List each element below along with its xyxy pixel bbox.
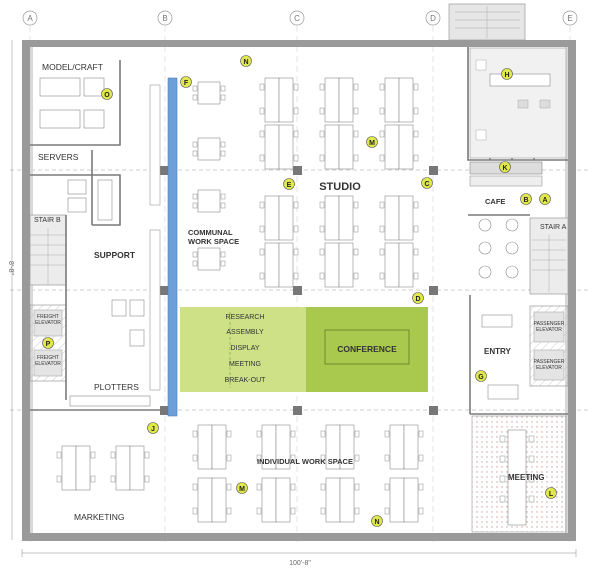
activity-break-out: BREAK-OUT bbox=[225, 377, 267, 384]
marker-o: O bbox=[101, 88, 113, 100]
svg-text:P: P bbox=[46, 341, 51, 348]
communal-strip bbox=[167, 77, 178, 417]
label-servers: SERVERS bbox=[38, 152, 79, 162]
svg-text:K: K bbox=[502, 165, 507, 172]
activity-research: RESEARCH bbox=[226, 314, 265, 321]
svg-text:J: J bbox=[151, 426, 155, 433]
marker-d: D bbox=[412, 292, 424, 304]
svg-text:M: M bbox=[239, 486, 245, 493]
dimension-height: 8'-8" bbox=[7, 261, 14, 275]
structural-columns bbox=[160, 166, 438, 415]
meeting-room-area bbox=[471, 415, 567, 533]
svg-text:O: O bbox=[104, 92, 110, 99]
marker-j: J bbox=[147, 422, 159, 434]
svg-text:F: F bbox=[184, 80, 189, 87]
passenger-label-4: ELEVATOR bbox=[536, 365, 562, 371]
marker-k: K bbox=[499, 161, 511, 173]
dimension-width: 100'-8" bbox=[289, 560, 311, 567]
passenger-elevators: PASSENGER ELEVATOR PASSENGER ELEVATOR bbox=[529, 305, 569, 387]
conference-zone bbox=[180, 307, 428, 392]
top-stair bbox=[448, 3, 526, 41]
marker-h: H bbox=[501, 68, 513, 80]
marker-m-bot: M bbox=[236, 482, 248, 494]
label-individual: INDIVIDUAL WORK SPACE bbox=[257, 457, 353, 466]
label-communal-2: WORK SPACE bbox=[188, 237, 239, 246]
marker-n-bot: N bbox=[371, 515, 383, 527]
individual-desks bbox=[192, 424, 424, 523]
marker-m-top: M bbox=[366, 136, 378, 148]
marker-l: L bbox=[545, 487, 557, 499]
svg-text:L: L bbox=[549, 491, 554, 498]
svg-text:B: B bbox=[523, 197, 528, 204]
passenger-label-2: ELEVATOR bbox=[536, 327, 562, 333]
freight-label-2: ELEVATOR bbox=[35, 320, 61, 326]
stair-b-label: STAIR B bbox=[34, 217, 61, 224]
support-furniture bbox=[69, 84, 161, 407]
activity-display: DISPLAY bbox=[230, 345, 259, 352]
grid-b: B bbox=[162, 14, 167, 23]
grid-bubbles: A B C D E bbox=[22, 10, 578, 26]
freight-label-4: ELEVATOR bbox=[35, 361, 61, 367]
restrooms bbox=[469, 47, 567, 159]
room-labels: MODEL/CRAFT SERVERS SUPPORT PLOTTERS MAR… bbox=[38, 62, 544, 522]
label-meeting: MEETING bbox=[508, 473, 544, 482]
label-model-craft: MODEL/CRAFT bbox=[42, 62, 103, 72]
marker-p: P bbox=[42, 337, 54, 349]
dimension-lines: 100'-8" 8'-8" bbox=[7, 40, 577, 567]
label-studio: STUDIO bbox=[319, 181, 361, 193]
svg-text:A: A bbox=[542, 197, 547, 204]
stair-a-label: STAIR A bbox=[540, 224, 567, 231]
servers-furniture bbox=[67, 179, 113, 221]
activity-meeting: MEETING bbox=[229, 361, 261, 368]
markers: N O F H M E C K B A D P G J M L N bbox=[42, 55, 557, 527]
svg-text:C: C bbox=[424, 181, 429, 188]
activity-assembly: ASSEMBLY bbox=[226, 329, 264, 336]
label-support: SUPPORT bbox=[94, 250, 136, 260]
svg-text:H: H bbox=[504, 72, 509, 79]
marker-g: G bbox=[475, 370, 487, 382]
activity-labels: RESEARCH ASSEMBLY DISPLAY MEETING BREAK-… bbox=[225, 314, 267, 384]
svg-text:G: G bbox=[478, 374, 484, 381]
cafe-tables bbox=[478, 218, 519, 279]
label-cafe: CAFE bbox=[485, 197, 505, 206]
stair-b: STAIR B bbox=[29, 214, 67, 286]
grid-d: D bbox=[430, 14, 436, 23]
stair-a: STAIR A bbox=[529, 217, 569, 295]
svg-text:D: D bbox=[415, 296, 420, 303]
svg-text:N: N bbox=[243, 59, 248, 66]
label-entry: ENTRY bbox=[484, 347, 511, 356]
entry-furniture bbox=[481, 314, 519, 400]
svg-text:N: N bbox=[374, 519, 379, 526]
marker-n-top: N bbox=[240, 55, 252, 67]
svg-text:M: M bbox=[369, 140, 375, 147]
marker-a: A bbox=[539, 193, 551, 205]
svg-text:E: E bbox=[287, 182, 292, 189]
marker-f: F bbox=[180, 76, 192, 88]
label-marketing: MARKETING bbox=[74, 512, 125, 522]
marker-b: B bbox=[520, 193, 532, 205]
freight-label-3: FREIGHT bbox=[37, 355, 59, 361]
freight-label-1: FREIGHT bbox=[37, 314, 59, 320]
passenger-label-3: PASSENGER bbox=[534, 359, 565, 365]
grid-a: A bbox=[27, 14, 33, 23]
model-craft-furniture bbox=[39, 77, 105, 129]
marker-e: E bbox=[283, 178, 295, 190]
grid-c: C bbox=[294, 14, 300, 23]
label-communal-1: COMMUNAL bbox=[188, 228, 233, 237]
passenger-label-1: PASSENGER bbox=[534, 321, 565, 327]
label-conference: CONFERENCE bbox=[337, 344, 397, 354]
label-plotters: PLOTTERS bbox=[94, 382, 139, 392]
marketing-furniture bbox=[56, 445, 150, 491]
grid-e: E bbox=[567, 14, 572, 23]
marker-c: C bbox=[421, 177, 433, 189]
